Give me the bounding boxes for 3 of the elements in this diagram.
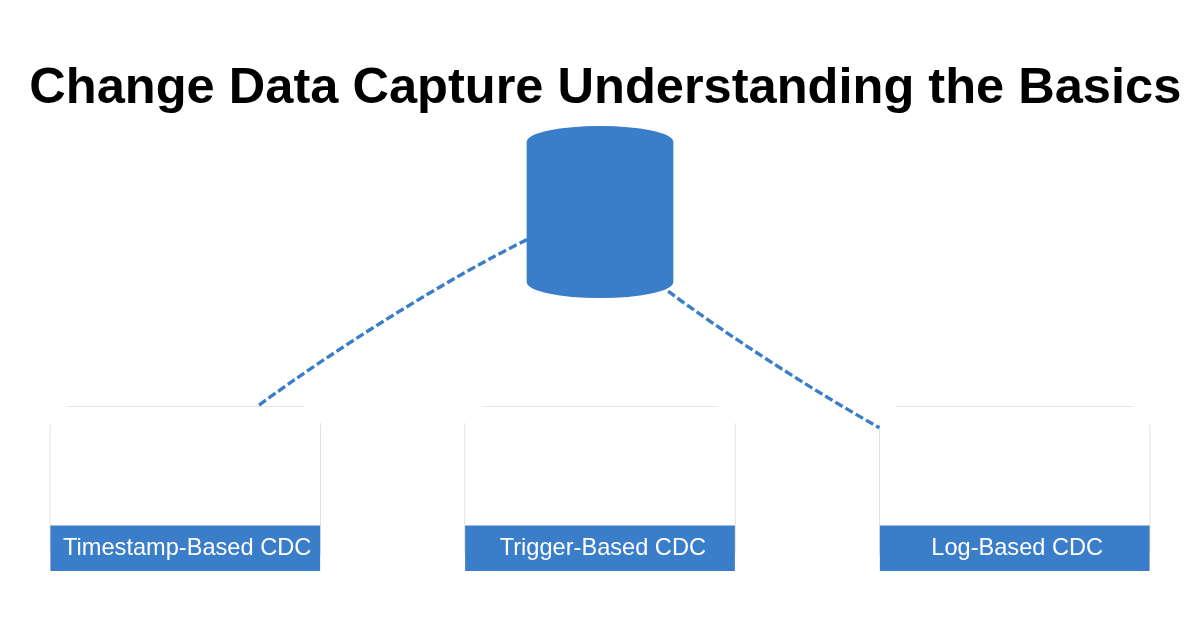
connector [667,289,881,429]
connector [256,237,528,408]
diagram-title: Change Data Capture Understanding the Basics [29,56,1182,114]
